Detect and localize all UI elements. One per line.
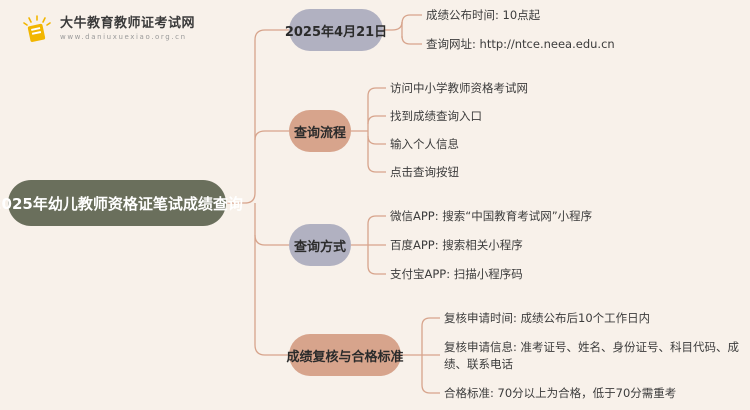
connector-root-branch-1	[226, 29, 289, 204]
connector-root-branch-3	[254, 203, 289, 246]
leaf-step-click-query: 点击查询按钮	[390, 165, 459, 179]
site-name: 大牛教育教师证考试网	[60, 16, 196, 31]
root-node[interactable]: 2025年幼儿教师资格证笔试成绩查询	[0, 180, 243, 226]
leaf-step-find-entry: 找到成绩查询入口	[390, 109, 482, 123]
branch-node-date[interactable]: 2025年4月21日	[285, 9, 387, 51]
leaf-review-info: 复核申请信息: 准考证号、姓名、身份证号、科目代码、成绩、联系电话	[444, 340, 740, 371]
connector-leaf-4-1	[421, 317, 440, 355]
leaf-method-alipay: 支付宝APP: 扫描小程序码	[390, 267, 523, 281]
connector-leaf-3-3	[367, 245, 386, 275]
site-logo[interactable]: 大牛教育教师证考试网 www.daniuxuexiao.org.cn	[20, 14, 195, 44]
connector-leaf-2-3	[367, 135, 386, 145]
leaf-method-wechat: 微信APP: 搜索“中国教育考试网”小程序	[390, 209, 593, 223]
leaf-method-baidu: 百度APP: 搜索相关小程序	[390, 238, 523, 252]
leaf-review-time: 复核申请时间: 成绩公布后10个工作日内	[444, 311, 651, 325]
connector-leaf-2-4	[367, 131, 386, 173]
leaf-step-enter-info: 输入个人信息	[390, 137, 459, 151]
site-url: www.daniuxuexiao.org.cn	[60, 33, 187, 41]
connector-root-branch-2	[254, 130, 289, 141]
leaf-release-time: 成绩公布时间: 10点起	[426, 8, 541, 22]
leaf-pass-standard: 合格标准: 70分以上为合格，低于70分需重考	[444, 386, 677, 400]
connector-root-branch-4	[254, 235, 289, 356]
connector-leaf-4-3	[421, 355, 440, 394]
branch-node-query-method[interactable]: 查询方式	[289, 224, 351, 266]
connector-leaf-1-1	[391, 14, 422, 31]
connector-leaf-2-1	[367, 87, 386, 131]
branch-node-query-process[interactable]: 查询流程	[289, 110, 351, 152]
book-logo-icon	[20, 14, 54, 44]
connector-leaf-1-2	[401, 35, 422, 45]
leaf-step-visit-site: 访问中小学教师资格考试网	[390, 81, 528, 95]
leaf-query-url[interactable]: 查询网址: http://ntce.neea.edu.cn	[426, 37, 615, 51]
branch-node-review-standard[interactable]: 成绩复核与合格标准	[287, 334, 404, 376]
connector-leaf-2-2	[367, 115, 386, 125]
connector-leaf-3-1	[367, 215, 386, 245]
